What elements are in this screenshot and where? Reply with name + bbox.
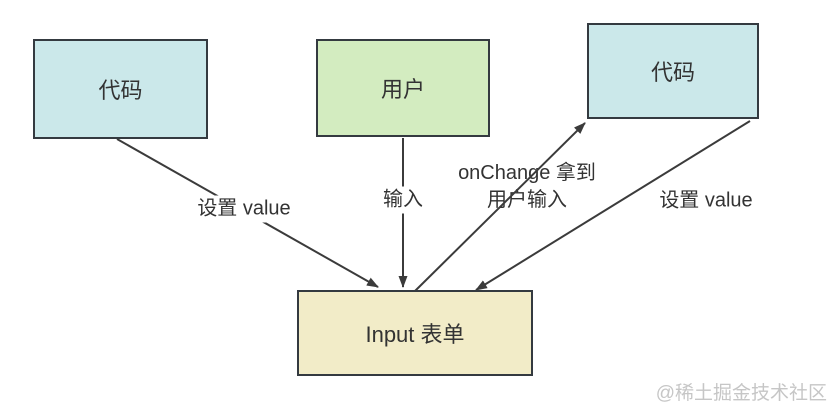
node-code-left-label: 代码 <box>98 78 143 103</box>
node-user: 用户 <box>316 39 490 137</box>
node-user-label: 用户 <box>380 77 425 102</box>
edge-label-set-value-right: 设置 value <box>659 189 753 212</box>
node-input-form: Input 表单 <box>297 290 533 376</box>
edge-label-onchange: onChange 拿到 用户输入 <box>458 160 596 214</box>
edge-set-value-right-arrow <box>475 120 751 291</box>
edge-label-onchange-line1: onChange 拿到 <box>458 162 596 184</box>
edge-label-set-value-left: 设置 value <box>195 195 293 223</box>
node-input-form-label: Input 表单 <box>365 322 465 347</box>
watermark: @稀土掘金技术社区 <box>655 383 827 404</box>
edge-label-onchange-line2: 用户输入 <box>487 189 567 211</box>
node-code-right: 代码 <box>587 23 759 119</box>
edge-label-input: 输入 <box>381 186 425 214</box>
node-code-left: 代码 <box>33 39 208 139</box>
node-code-right-label: 代码 <box>650 60 695 85</box>
edge-onchange-arrow <box>414 122 586 292</box>
